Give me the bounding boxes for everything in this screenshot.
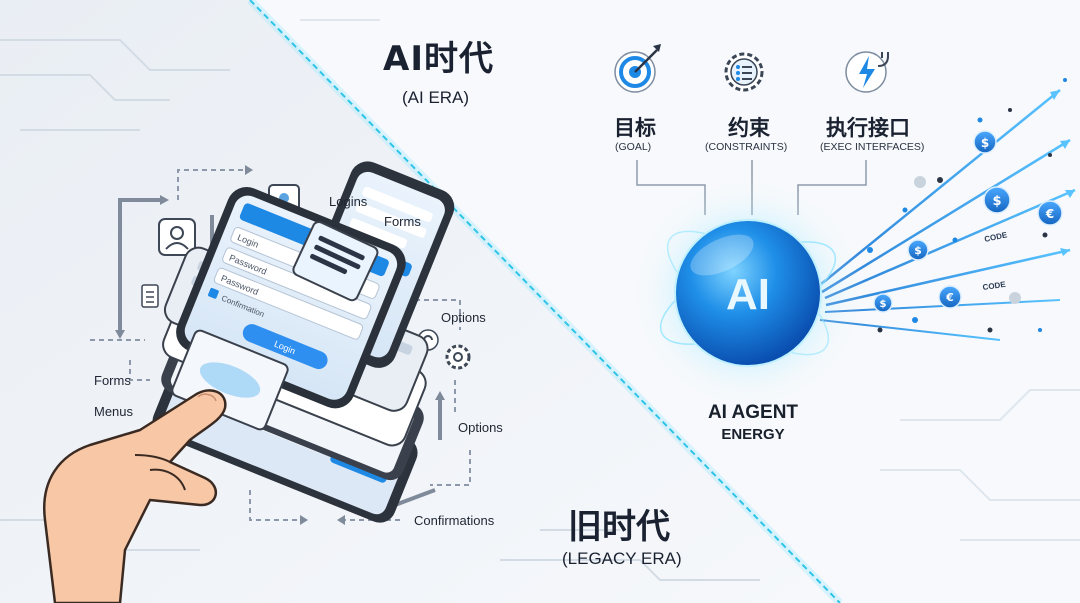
- document-icon: [142, 285, 158, 307]
- dollar-coin-icon: [914, 176, 926, 188]
- label-logins: Logins: [329, 194, 368, 209]
- ai-era-subtitle: (AI ERA): [402, 88, 469, 107]
- legacy-era-title: 旧时代: [568, 507, 670, 547]
- svg-text:$: $: [914, 244, 922, 257]
- svg-text:€: €: [945, 291, 954, 304]
- label-options-bottom: Options: [458, 420, 503, 435]
- ai-orb-label: AI: [726, 270, 770, 319]
- svg-text:$: $: [981, 136, 989, 150]
- pillar-exec-title: 执行接口: [826, 116, 910, 140]
- svg-text:$: $: [880, 299, 887, 310]
- legacy-era-subtitle: (LEGACY ERA): [562, 549, 682, 568]
- pillar-goal-title: 目标: [614, 116, 656, 140]
- energy-label: ENERGY: [721, 426, 784, 443]
- svg-text:$: $: [992, 194, 1001, 209]
- label-confirmations: Confirmations: [414, 513, 495, 528]
- settings-gear-icon: [447, 346, 469, 368]
- label-forms-top: Forms: [384, 214, 421, 229]
- label-options-top: Options: [441, 310, 486, 325]
- svg-text:€: €: [1045, 207, 1054, 221]
- pillar-constraints-title: 约束: [728, 116, 771, 140]
- gear-checklist-icon: [726, 54, 762, 90]
- ai-agent-label: AI AGENT: [708, 402, 798, 423]
- label-forms-left: Forms: [94, 373, 131, 388]
- ai-era-title: AI时代: [383, 39, 494, 79]
- pillar-exec-subtitle: (EXEC INTERFACES): [820, 141, 924, 153]
- pillar-goal-subtitle: (GOAL): [615, 141, 651, 153]
- label-menus: Menus: [94, 404, 134, 419]
- dollar-coin-icon: [1009, 292, 1021, 304]
- pillar-constraints-subtitle: (CONSTRAINTS): [705, 141, 787, 153]
